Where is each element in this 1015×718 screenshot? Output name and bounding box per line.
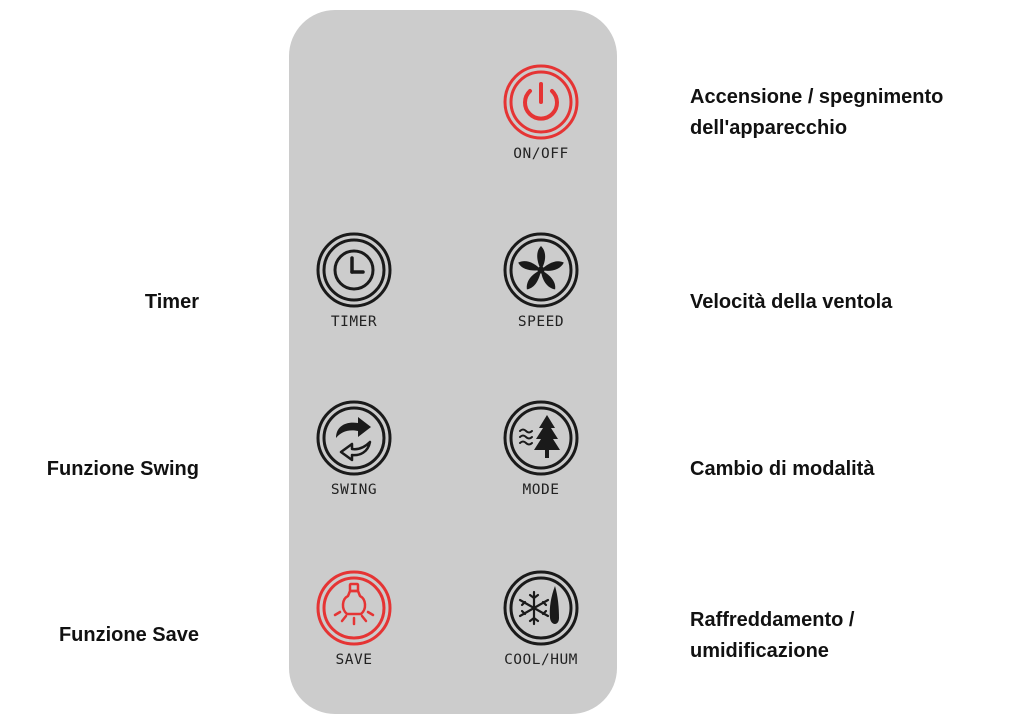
timer-description: Timer [144, 291, 199, 313]
save-button[interactable]: SAVE [299, 568, 409, 698]
fan-icon [503, 232, 579, 308]
save-label: SAVE [335, 652, 373, 668]
tree-wind-icon [503, 400, 579, 476]
cool-hum-description-line1: Raffreddamento / [690, 609, 855, 631]
cool-hum-description: Raffreddamento / umidificazione [690, 605, 854, 667]
power-icon [503, 64, 579, 140]
cool-hum-button[interactable]: COOL/HUM [486, 568, 596, 698]
swing-button[interactable]: SWING [299, 398, 409, 528]
cool-hum-description-line2: umidificazione [690, 640, 829, 662]
mode-label: MODE [522, 482, 560, 498]
clock-icon [316, 232, 392, 308]
timer-label: TIMER [330, 314, 378, 330]
remote-control-body [289, 10, 617, 714]
save-description: Funzione Save [58, 624, 199, 646]
lightbulb-icon [316, 570, 392, 646]
mode-description: Cambio di modalità [690, 458, 875, 480]
on-off-description-line2: dell'apparecchio [690, 117, 848, 139]
cool-hum-label: COOL/HUM [504, 652, 578, 668]
on-off-button[interactable]: ON/OFF [486, 62, 596, 192]
on-off-description-line1: Accensione / spegnimento [690, 86, 944, 108]
swing-arrows-icon [316, 400, 392, 476]
on-off-description: Accensione / spegnimento dell'apparecchi… [690, 82, 943, 144]
mode-button[interactable]: MODE [486, 398, 596, 528]
speed-button[interactable]: SPEED [486, 230, 596, 360]
swing-label: SWING [330, 482, 378, 498]
swing-description: Funzione Swing [46, 458, 199, 480]
speed-label: SPEED [517, 314, 565, 330]
speed-description: Velocità della ventola [690, 291, 893, 313]
on-off-label: ON/OFF [513, 146, 569, 162]
snowflake-drop-icon [503, 570, 579, 646]
timer-button[interactable]: TIMER [299, 230, 409, 360]
